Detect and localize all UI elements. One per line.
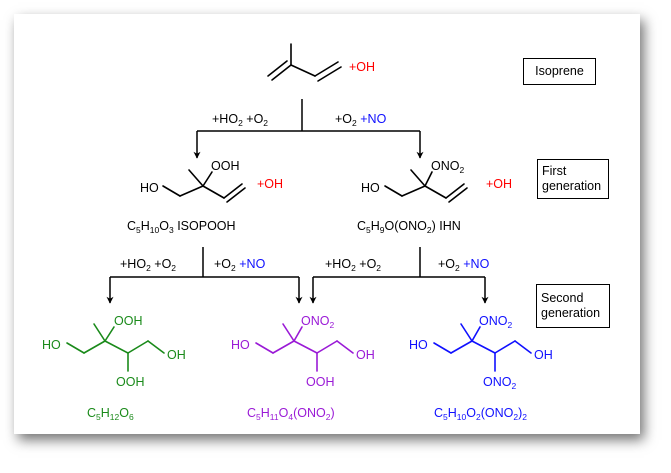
isopooh-ho-label: HO xyxy=(140,181,159,195)
green-formula: C5H12O6 xyxy=(87,406,134,422)
purple-oh-label: OH xyxy=(356,348,375,362)
first-branch-lines xyxy=(193,99,424,159)
second-generation-line2: generation xyxy=(541,306,601,320)
purple-ooh-label: OOH xyxy=(306,375,334,389)
ihn-oh-reagent: +OH xyxy=(486,177,512,191)
first-generation-stage-box: First generation xyxy=(537,159,609,199)
isopooh-ooh-label: OOH xyxy=(211,159,239,173)
purple-product-structure xyxy=(255,323,354,372)
blue-product-structure xyxy=(433,323,532,372)
green-product-structure xyxy=(66,323,165,372)
green-oh-label: OH xyxy=(167,348,186,362)
isopooh-structure xyxy=(162,169,246,203)
second-branch-lines xyxy=(106,247,489,304)
oh-radical-label: +OH xyxy=(349,60,375,74)
first-generation-line1: First xyxy=(542,164,567,178)
ihn-formula: C5H9O(ONO2) IHN xyxy=(357,219,461,235)
reagent-o2-no-gen2-right: +O2 +NO xyxy=(438,257,490,273)
green-ho-label: HO xyxy=(42,338,61,352)
isoprene-stage-box: Isoprene xyxy=(523,58,596,85)
isopooh-formula: C5H10O3 ISOPOOH xyxy=(127,219,236,235)
green-ooh-bottom: OOH xyxy=(116,375,144,389)
blue-ho-label: HO xyxy=(409,338,428,352)
blue-oh-label: OH xyxy=(534,348,553,362)
first-generation-line2: generation xyxy=(542,179,602,193)
reagent-ho2-o2-left: +HO2 +O2 xyxy=(212,112,268,128)
green-ooh-top: OOH xyxy=(114,314,142,328)
second-generation-line1: Second xyxy=(541,291,584,305)
isopooh-oh-reagent: +OH xyxy=(257,177,283,191)
purple-ho-label: HO xyxy=(231,338,250,352)
reagent-o2-no-gen2-left: +O2 +NO xyxy=(214,257,266,273)
ihn-ho-label: HO xyxy=(361,181,380,195)
ihn-structure xyxy=(384,169,468,203)
blue-ono2-bottom: ONO2 xyxy=(483,375,516,391)
blue-formula: C5H10O2(ONO2)2 xyxy=(434,406,527,422)
purple-formula: C5H11O4(ONO2) xyxy=(247,406,335,422)
isoprene-structure xyxy=(267,43,342,82)
blue-ono2-top: ONO2 xyxy=(479,314,512,330)
reagent-ho2-o2-gen2-right: +HO2 +O2 xyxy=(325,257,381,273)
isoprene-stage-label: Isoprene xyxy=(535,64,584,78)
purple-ono2-label: ONO2 xyxy=(301,314,334,330)
ihn-ono2-label: ONO2 xyxy=(431,159,464,175)
reagent-o2-no-right: +O2 +NO xyxy=(335,112,387,128)
reagent-ho2-o2-gen2-left: +HO2 +O2 xyxy=(120,257,176,273)
second-generation-stage-box: Second generation xyxy=(536,284,610,328)
